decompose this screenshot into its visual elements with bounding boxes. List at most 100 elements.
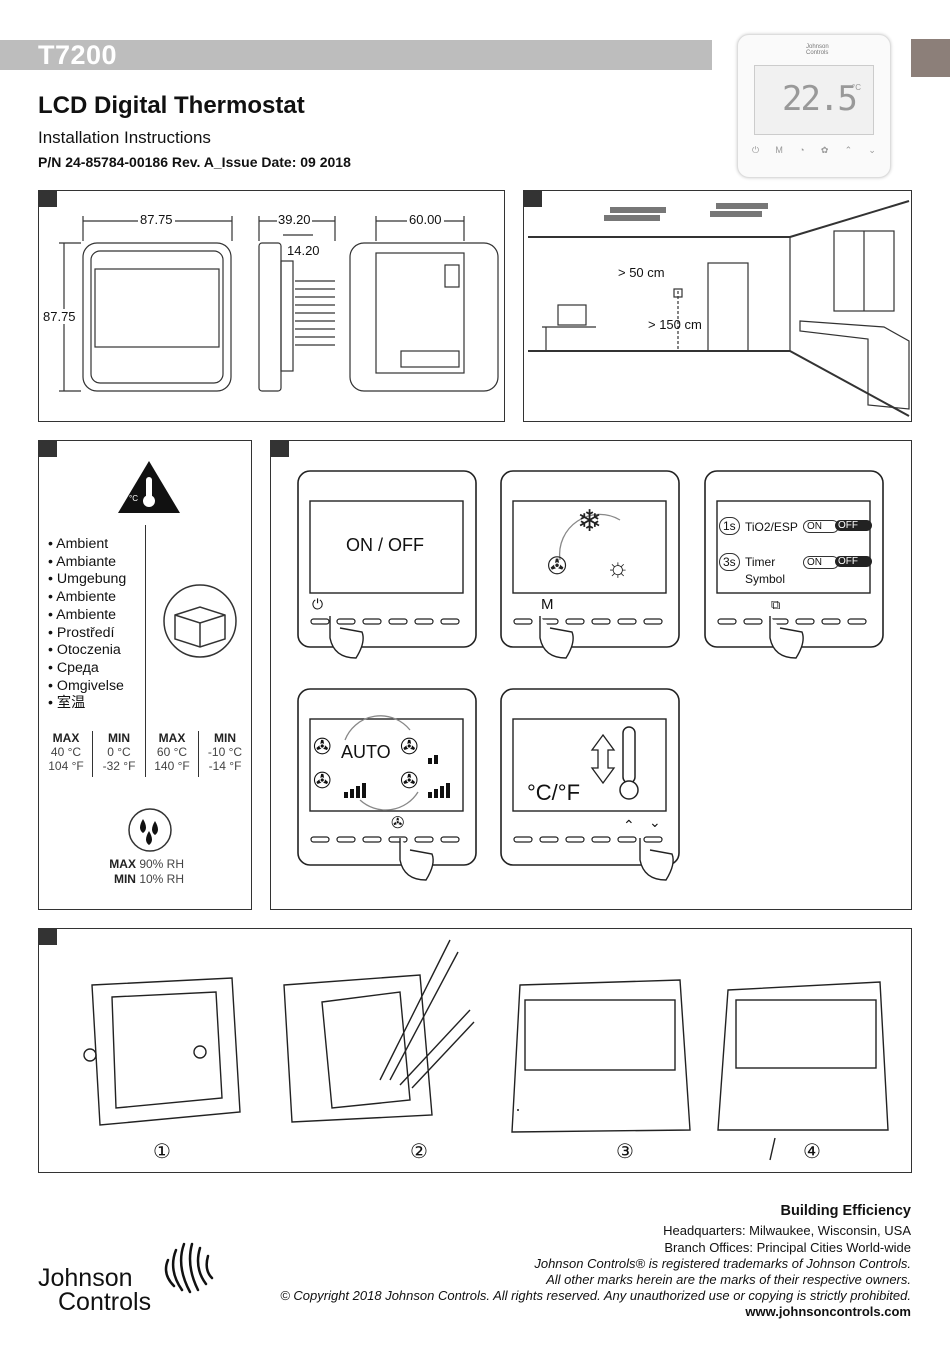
doc-subtitle: Installation Instructions	[38, 128, 211, 147]
ceiling-distance: > 50 cm	[618, 265, 665, 280]
photo-buttons: ⏻M◔✿⌃⌄	[752, 145, 876, 155]
mounting-panel	[38, 928, 912, 1173]
humidity-icon	[128, 808, 172, 852]
thermostat-button	[821, 618, 841, 625]
thermostat-button	[795, 618, 815, 625]
thermostat-button	[617, 618, 637, 625]
photo-temperature: 22.5	[782, 79, 858, 119]
photo-lcd	[754, 65, 874, 135]
thermostat-screen	[309, 500, 464, 594]
fan-speed-bar	[428, 792, 432, 798]
thermostat-button	[513, 618, 533, 625]
divider	[145, 525, 146, 731]
header-banner	[0, 40, 712, 70]
copyright: © Copyright 2018 Johnson Controls. All r…	[280, 1288, 911, 1303]
fan-speed-bar	[434, 789, 438, 798]
ambient-list-item: • Otoczenia	[48, 642, 121, 659]
operation-panel	[270, 440, 912, 910]
thermostat-button	[565, 618, 585, 625]
symbol-label: Symbol	[745, 572, 786, 586]
thermostat-button	[414, 836, 434, 843]
dimensions-panel: 87.75 87.75 39.20 14.20 60.00	[38, 190, 505, 422]
company-logo-text: Johnson Controls	[38, 1264, 152, 1316]
tio2-off-toggle[interactable]: OFF	[835, 520, 872, 531]
fan-auto-text: AUTO	[341, 742, 391, 762]
copy-icon: ⧉	[771, 597, 781, 612]
back-width-label: 60.00	[407, 212, 444, 227]
fan-button-icon: ✇	[391, 815, 405, 832]
thermostat-screen	[512, 718, 667, 812]
thermostat-button	[513, 836, 533, 843]
fan-speed-bar	[356, 786, 360, 798]
fan-speed-bar	[344, 792, 348, 798]
timer-off-toggle[interactable]: OFF	[835, 556, 872, 567]
floor-distance: > 150 cm	[648, 317, 702, 332]
trademark-line-1: Johnson Controls® is registered trademar…	[534, 1256, 911, 1271]
mounting-step-number: ①	[153, 1141, 171, 1163]
hand-pointer-icon	[639, 838, 674, 881]
panel-marker	[271, 441, 289, 457]
thermostat-outline	[500, 688, 680, 866]
snowflake-icon: ❄	[577, 505, 603, 538]
thermostat-outline	[297, 470, 477, 648]
fan-speed-bar	[440, 786, 444, 798]
placement-panel: > 50 cm > 150 cm	[523, 190, 912, 422]
humidity-limits: MAX 90% RH MIN 10% RH	[109, 857, 184, 886]
thermostat-button	[362, 836, 382, 843]
ambient-list: • Ambient• Ambiante• Umgebung• Ambiente•…	[48, 536, 126, 713]
side-tab	[911, 39, 950, 77]
hand-pointer-icon	[539, 616, 574, 659]
panel-marker	[39, 191, 57, 207]
unit-screen-text: °C/°F	[527, 780, 581, 805]
warning-icon-label: °C	[129, 494, 138, 503]
thermostat-button	[643, 618, 663, 625]
ambient-list-item: • Ambiante	[48, 553, 117, 570]
mode-button-label: M	[541, 596, 554, 613]
division-name: Building Efficiency	[780, 1203, 911, 1219]
fan-speed-bar	[428, 758, 432, 764]
thermostat-button	[310, 836, 330, 843]
fan-speed-icon: ✇	[313, 768, 332, 793]
room-drawing	[528, 200, 910, 417]
side-inner-label: 14.20	[287, 243, 320, 258]
company-logo-icon	[164, 1242, 214, 1294]
thermostat-button	[336, 618, 356, 625]
photo-unit: °C	[852, 83, 861, 92]
cycle-arrow	[344, 715, 411, 741]
mounting-step-number: ③	[616, 1141, 634, 1163]
limit-divider	[145, 731, 146, 777]
thermometer-bulb	[619, 780, 639, 800]
ambient-list-item: • Omgivelse	[48, 677, 124, 694]
trademark-line-2: All other marks herein are the marks of …	[546, 1272, 911, 1287]
thermostat-button	[617, 836, 637, 843]
power-icon: ⏻	[312, 596, 324, 612]
sun-icon: ☼	[606, 552, 630, 582]
temperature-warning-icon	[118, 461, 180, 513]
power-screen-text: ON / OFF	[346, 535, 424, 555]
thermostat-outline	[297, 688, 477, 866]
ambient-list-item: • Umgebung	[48, 571, 127, 588]
thermostat-button	[388, 618, 408, 625]
down-chevron-icon: ⌄	[649, 814, 661, 830]
thermostat-button	[591, 618, 611, 625]
thermostat-screen	[716, 500, 871, 594]
ambient-list-item: • 室温	[48, 695, 86, 712]
limit-divider	[198, 731, 199, 777]
thermostat-button	[388, 836, 408, 843]
thermostat-button	[440, 618, 460, 625]
fan-speed-icon: ✇	[313, 734, 332, 759]
website-link[interactable]: www.johnsoncontrols.com	[745, 1304, 911, 1319]
thermostat-button	[743, 618, 763, 625]
up-chevron-icon: ⌃	[623, 817, 635, 833]
fan-icon: ✇	[547, 553, 568, 580]
fan-speed-bar	[350, 789, 354, 798]
thermostat-button	[591, 836, 611, 843]
fan-speed-bar	[434, 755, 438, 764]
ambient-list-item: • Ambient	[48, 536, 109, 552]
